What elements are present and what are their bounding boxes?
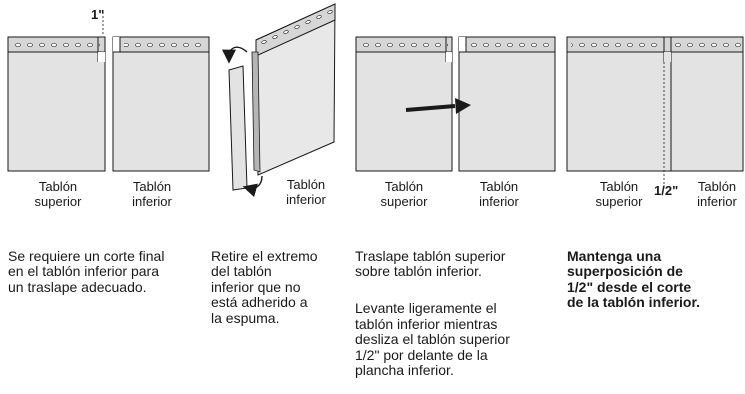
panel-4-label-lower: Tablón inferior	[697, 179, 737, 209]
siding-illustrations	[7, 3, 744, 198]
panel-4-illustration	[566, 36, 744, 188]
panel-1-dimension-label: 1"	[91, 7, 105, 22]
panel-2-caption-text: Retire el extremo del tablón inferior qu…	[211, 247, 318, 326]
panel-1-label-lower: Tablón inferior	[132, 179, 172, 209]
panel-3-illustration	[355, 36, 556, 172]
panel-4-dimension-label: 1/2"	[654, 183, 679, 198]
panel-2-curve-arrow-bottom	[242, 175, 263, 198]
panel-1-caption-text: Se requiere un corte final en el tablón …	[8, 247, 165, 295]
panel-3-lower-plank	[458, 36, 556, 172]
panel-2-label-lower: Tablón inferior	[286, 177, 326, 207]
panel-1-illustration	[7, 12, 210, 172]
panel-4-upper-plank	[566, 36, 672, 172]
panel-1-upper-plank	[7, 36, 106, 172]
panel-1-label-upper: Tablón superior	[34, 179, 82, 209]
panel-3-label-lower: Tablón inferior	[479, 179, 519, 209]
panel-3-caption-text-2: Levante ligeramente el tablón inferior m…	[355, 300, 510, 378]
panel-2-illustration	[222, 3, 336, 198]
panel-1-lower-plank	[112, 36, 210, 172]
panel-4-caption: Mantenga una superposición de 1/2" desde…	[567, 233, 745, 326]
panel-1-caption: Se requiere un corte final en el tablón …	[8, 233, 203, 311]
panel-3-upper-plank	[355, 36, 453, 172]
panel-3-slide-arrow	[405, 104, 456, 112]
panel-3-caption-text-1: Traslape tablón superior sobre tablón in…	[355, 247, 506, 279]
panel-3-slide-arrowhead	[455, 98, 471, 114]
panel-2-removed-strip	[228, 65, 248, 191]
panel-4-label-upper: Tablón superior	[595, 179, 643, 209]
panel-2-curve-arrow-top	[222, 46, 248, 64]
panel-3-label-upper: Tablón superior	[380, 179, 428, 209]
panel-3-caption: Traslape tablón superior sobre tablón in…	[355, 233, 555, 394]
panel-4-lower-plank	[662, 36, 744, 172]
panel-2-caption: Retire el extremo del tablón inferior qu…	[211, 233, 341, 342]
panel-2-lower-plank	[251, 3, 336, 176]
panel-4-caption-text: Mantenga una superposición de 1/2" desde…	[567, 247, 701, 310]
